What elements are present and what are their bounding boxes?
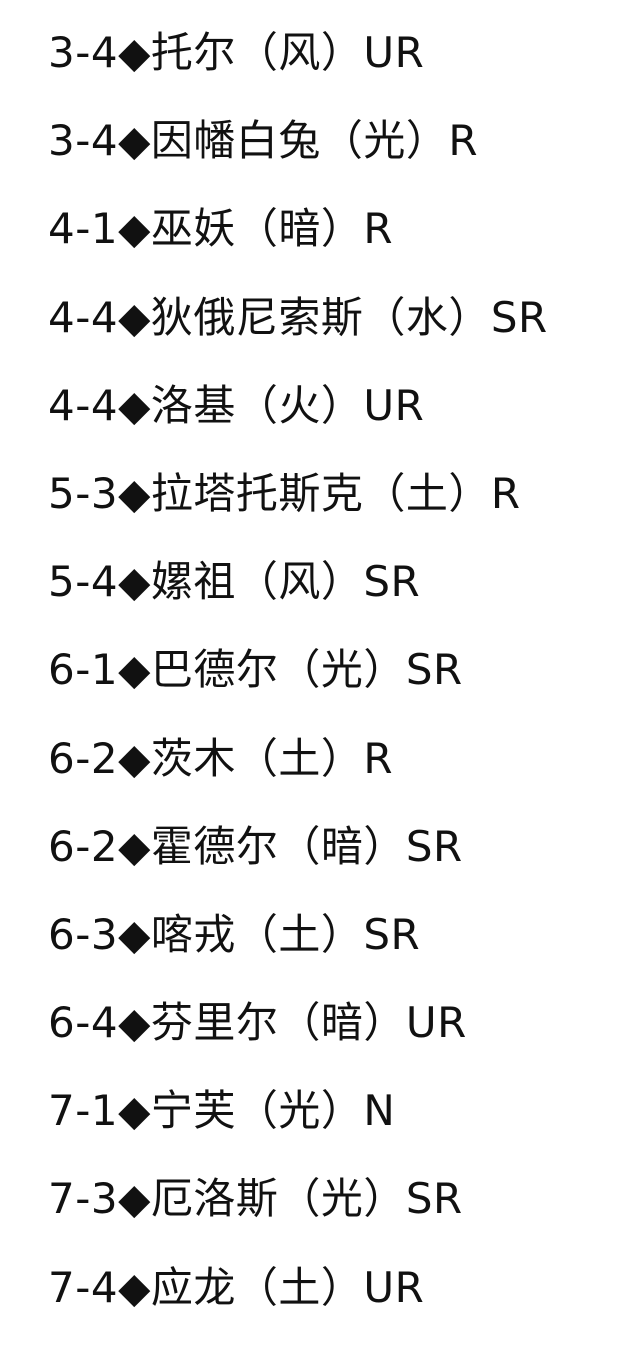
- list-item: 6-2◆茨木（土）R: [48, 728, 548, 816]
- entry-text: 5-4◆嫘祖（风）SR: [48, 557, 421, 607]
- entry-text: 4-4◆洛基（火）UR: [48, 380, 425, 430]
- entry-text: 6-2◆霍德尔（暗）SR: [48, 821, 463, 871]
- entry-text: 3-4◆托尔（风）UR: [48, 28, 425, 77]
- entry-text: 6-2◆茨木（土）R: [48, 733, 394, 783]
- entry-text: 5-3◆拉塔托斯克（土）R: [48, 468, 521, 518]
- entry-text: 6-3◆喀戎（土）SR: [48, 909, 421, 959]
- list-item: 3-4◆托尔（风）UR: [48, 22, 548, 110]
- entry-text: 6-4◆芬里尔（暗）UR: [48, 998, 467, 1048]
- stage-character-list: 3-4◆托尔（风）UR 3-4◆因幡白兔（光）R 4-1◆巫妖（暗）R 4-4◆…: [48, 22, 548, 1345]
- list-item: 5-4◆嫘祖（风）SR: [48, 551, 548, 639]
- list-item: 4-4◆洛基（火）UR: [48, 375, 548, 463]
- entry-text: 3-4◆因幡白兔（光）R: [48, 116, 479, 166]
- list-item: 7-1◆宁芙（光）N: [48, 1080, 548, 1168]
- entry-text: 4-4◆狄俄尼索斯（水）SR: [48, 292, 548, 342]
- list-item: 6-3◆喀戎（土）SR: [48, 904, 548, 992]
- entry-text: 4-1◆巫妖（暗）R: [48, 204, 394, 254]
- list-item: 6-4◆芬里尔（暗）UR: [48, 992, 548, 1080]
- list-item: 3-4◆因幡白兔（光）R: [48, 110, 548, 198]
- entry-text: 7-1◆宁芙（光）N: [48, 1086, 396, 1136]
- entry-text: 6-1◆巴德尔（光）SR: [48, 645, 463, 695]
- entry-text: 7-3◆厄洛斯（光）SR: [48, 1174, 463, 1224]
- entry-text: 7-4◆应龙（土）UR: [48, 1262, 425, 1312]
- list-item: 4-1◆巫妖（暗）R: [48, 198, 548, 286]
- list-item: 6-1◆巴德尔（光）SR: [48, 639, 548, 727]
- list-item: 5-3◆拉塔托斯克（土）R: [48, 463, 548, 551]
- list-item: 7-4◆应龙（土）UR: [48, 1257, 548, 1345]
- list-item: 7-3◆厄洛斯（光）SR: [48, 1168, 548, 1256]
- list-item: 6-2◆霍德尔（暗）SR: [48, 816, 548, 904]
- list-item: 4-4◆狄俄尼索斯（水）SR: [48, 287, 548, 375]
